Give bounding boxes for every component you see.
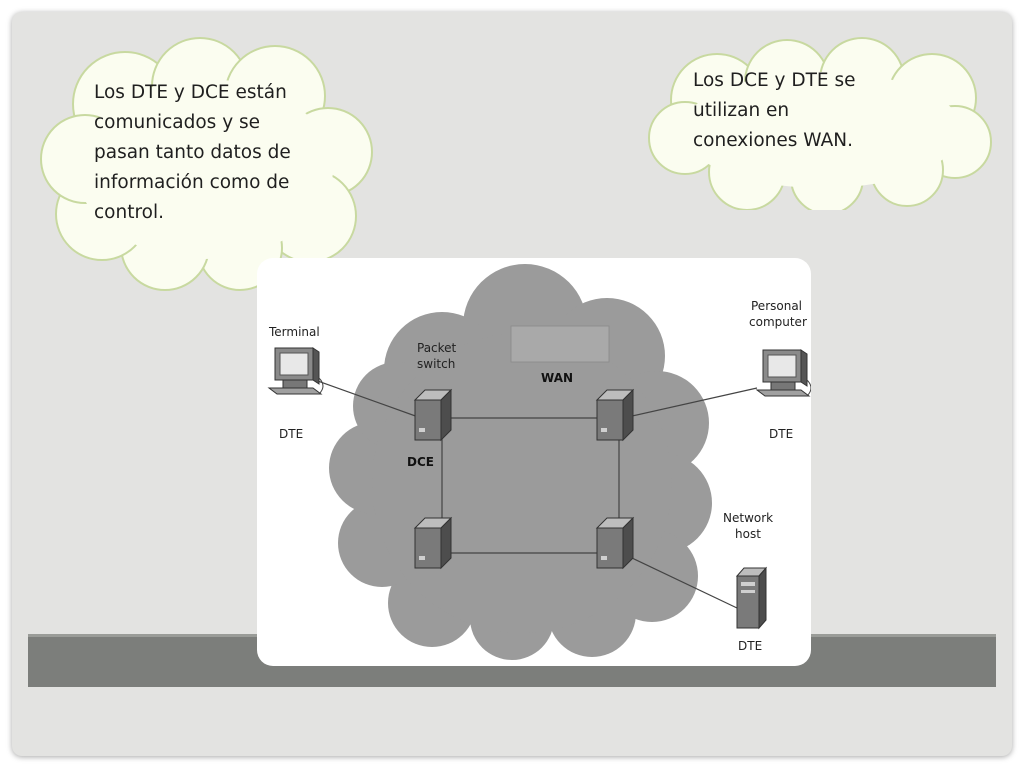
network-host-icon [735,566,768,630]
network-host-role-label: DTE [738,639,762,653]
right-note-bubble: Los DCE y DTE se utilizan en conexiones … [637,30,997,210]
packet-switch-top-right [595,388,635,442]
personal-computer-role-label: DTE [769,427,793,441]
network-host-label-line1: Network [723,511,773,525]
left-bubble-shape [40,37,373,291]
slide: Los DTE y DCE están comunicados y se pas… [12,12,1012,756]
packet-switch-label-line1: Packet [417,341,457,355]
left-note-bubble: Los DTE y DCE están comunicados y se pas… [30,34,376,292]
network-host-label-line2: host [735,527,761,541]
personal-computer-label-line1: Personal [751,299,802,313]
wan-diagram-svg: WAN [267,264,811,660]
link-terminal-switch [314,379,422,419]
packet-switch-bottom-left [413,516,453,570]
wan-diagram: WAN [257,258,811,666]
packet-switch-label-line2: switch [417,357,455,371]
right-bubble-shape [648,37,992,210]
left-note-text: Los DTE y DCE están comunicados y se pas… [94,82,291,223]
wan-label-box [510,325,610,363]
packet-switch-top-left [413,388,453,442]
dce-label: DCE [407,455,434,469]
link-switch-host [631,557,738,609]
terminal-role-label: DTE [279,427,303,441]
terminal-label: Terminal [268,325,320,339]
link-switch-pc [631,387,758,417]
right-note-text: Los DCE y DTE se utilizan en conexiones … [693,70,856,151]
wan-label: WAN [541,371,573,385]
personal-computer-label-line2: computer [749,315,807,329]
terminal-icon [267,347,324,395]
packet-switch-bottom-right [595,516,635,570]
wan-cloud [329,264,712,660]
personal-computer-icon [755,349,811,397]
